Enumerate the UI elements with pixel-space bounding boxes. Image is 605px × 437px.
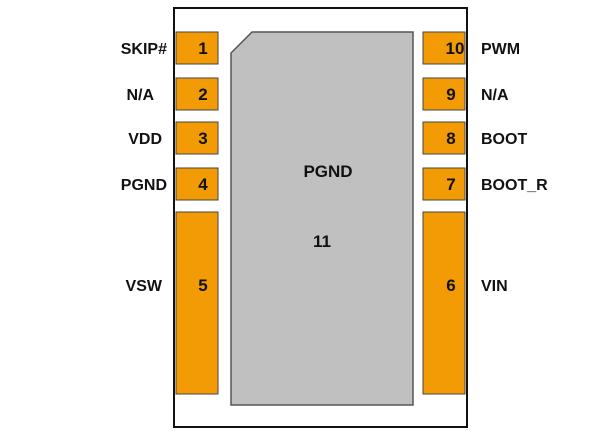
- exposed-pad: [230, 31, 414, 406]
- pin-6: [422, 211, 466, 395]
- pad-number-label: 11: [313, 232, 331, 251]
- pin-number-4: 4: [198, 175, 208, 194]
- pin-number-1: 1: [198, 39, 207, 58]
- pin-3: [175, 121, 219, 155]
- pin-name-10: PWM: [481, 41, 520, 58]
- pin-number-8: 8: [446, 129, 455, 148]
- pin-number-6: 6: [446, 276, 455, 295]
- pin-name-2: N/A: [126, 87, 154, 104]
- pin-7: [422, 167, 466, 201]
- pin-5: [175, 211, 219, 395]
- pin-2: [175, 77, 219, 111]
- pin-name-7: BOOT_R: [481, 177, 548, 194]
- pin-10: [422, 31, 466, 65]
- pin-1: [175, 31, 219, 65]
- pin-number-10: 10: [446, 39, 465, 58]
- pin-name-8: BOOT: [481, 131, 527, 148]
- pin-name-5: VSW: [126, 278, 163, 295]
- pin-number-2: 2: [198, 85, 207, 104]
- pin-name-1: SKIP#: [121, 41, 167, 58]
- pin-number-3: 3: [198, 129, 207, 148]
- pin-9: [422, 77, 466, 111]
- pin-number-9: 9: [446, 85, 455, 104]
- pin-number-7: 7: [446, 175, 455, 194]
- pin-number-5: 5: [198, 276, 207, 295]
- pin-4: [175, 167, 219, 201]
- pad-name-label: PGND: [303, 162, 352, 181]
- pin-name-9: N/A: [481, 87, 509, 104]
- pin-8: [422, 121, 466, 155]
- pin-name-6: VIN: [481, 278, 508, 295]
- pin-name-4: PGND: [121, 177, 167, 194]
- pin-name-3: VDD: [128, 131, 162, 148]
